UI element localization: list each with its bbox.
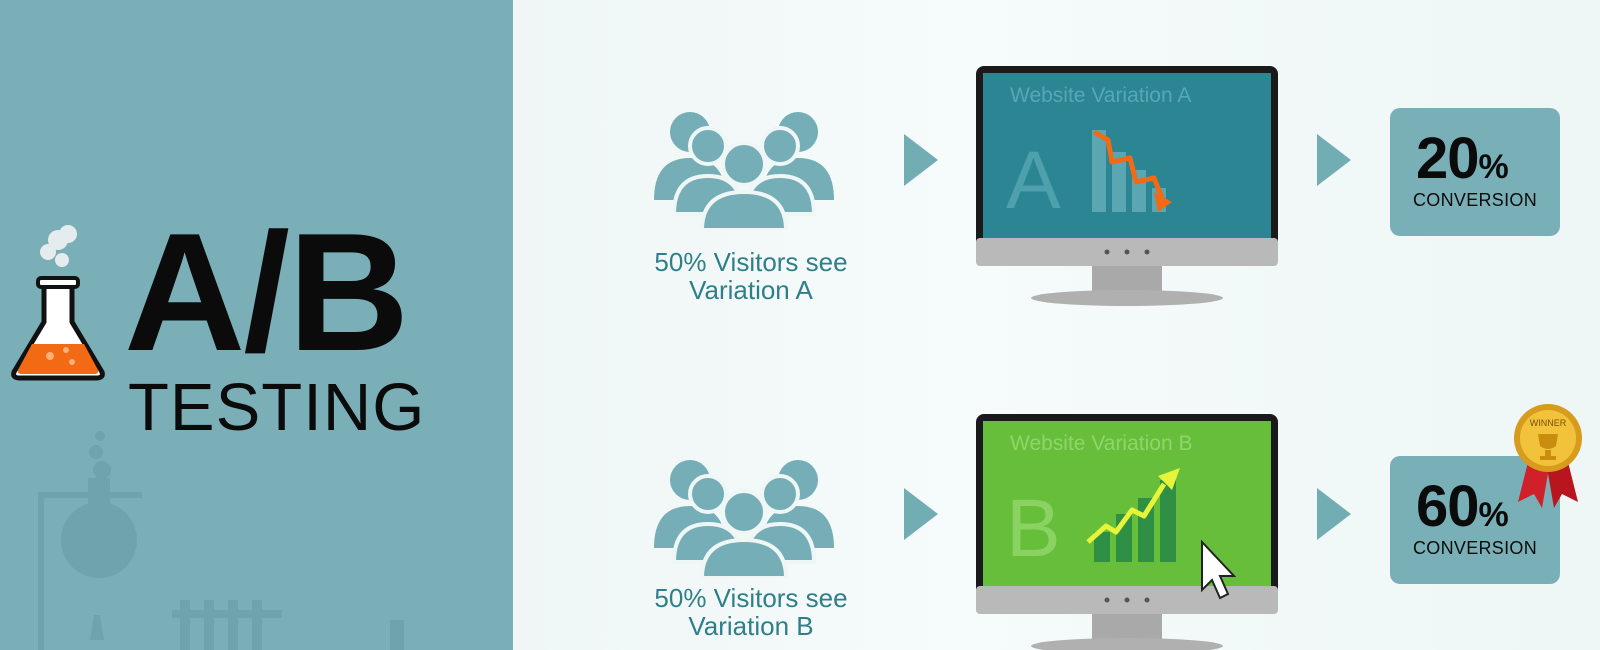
medal-label: WINNER: [1530, 418, 1567, 428]
conversion-value: 60%: [1416, 474, 1509, 539]
caption-line: 50% Visitors see: [654, 583, 848, 613]
page-subtitle: TESTING: [128, 370, 426, 445]
conversion-label: CONVERSION: [1412, 190, 1538, 210]
trend-up-icon: [1086, 482, 1167, 544]
caption-line: Variation A: [689, 275, 813, 305]
caption-variation-b: 50% Visitors see Variation B: [621, 584, 881, 640]
lab-equipment-decor-icon: [38, 431, 404, 650]
trend-down-icon: [1092, 129, 1165, 199]
conversion-box-b: 60% CONVERSION: [1390, 456, 1560, 584]
winner-medal-icon: WINNER: [1514, 404, 1582, 508]
arrow-right-icon: [1317, 488, 1351, 540]
conversion-label: CONVERSION: [1412, 538, 1538, 558]
screen-letter: A: [1006, 135, 1061, 226]
people-group-icon: [654, 112, 834, 230]
arrow-right-icon: [904, 134, 938, 186]
conversion-value: 20%: [1416, 126, 1509, 191]
arrow-right-icon: [1317, 134, 1351, 186]
arrow-right-icon: [904, 488, 938, 540]
conversion-box-a: 20% CONVERSION: [1390, 108, 1560, 236]
screen-title: Website Variation B: [1010, 432, 1192, 455]
page-title: A/B: [124, 198, 409, 386]
caption-line: 50% Visitors see: [654, 247, 848, 277]
screen-letter: B: [1006, 483, 1061, 574]
title-panel: A/B TESTING: [0, 0, 513, 650]
monitor-variation-a: Website Variation A A: [976, 66, 1278, 306]
people-group-icon: [654, 460, 834, 578]
caption-variation-a: 50% Visitors see Variation A: [621, 248, 881, 304]
monitor-variation-b: Website Variation B B: [976, 414, 1278, 650]
flask-icon: [11, 225, 105, 381]
caption-line: Variation B: [688, 611, 814, 641]
screen-title: Website Variation A: [1010, 84, 1191, 107]
cursor-icon: [1201, 539, 1237, 600]
